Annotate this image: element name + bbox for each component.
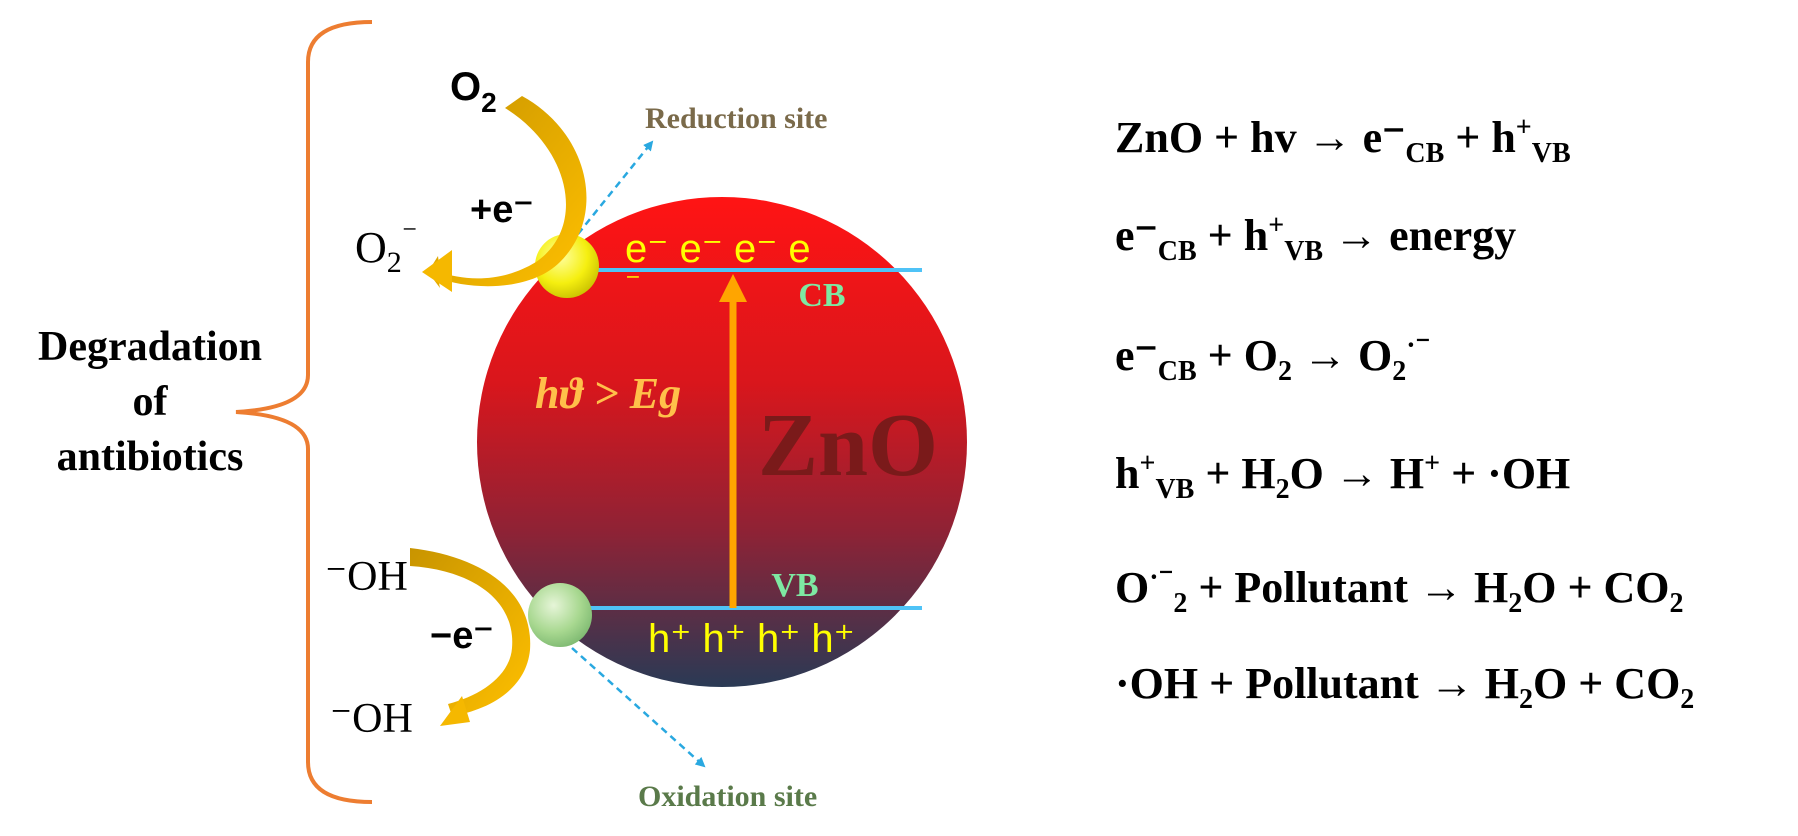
cb-label: CB bbox=[798, 277, 845, 314]
equation-2: e⁻CB + h+VB → energy bbox=[1115, 210, 1517, 267]
degradation-label-line2: of bbox=[133, 379, 169, 425]
reduction-curved-arrow-head bbox=[422, 250, 452, 292]
reactant-o2-label: O2 bbox=[450, 65, 497, 118]
oxidation-site-ball bbox=[528, 583, 592, 647]
zno-particle bbox=[477, 197, 967, 687]
equation-6: ·OH + Pollutant → H2O + CO2 bbox=[1115, 659, 1695, 715]
holes-label: h⁺ h⁺ h⁺ h⁺ bbox=[648, 617, 855, 661]
reduction-curved-arrow bbox=[428, 96, 587, 288]
product-hydroxide-label: ⁻OH bbox=[330, 696, 413, 742]
equation-3: e⁻CB + O2 → O2·⁻ bbox=[1115, 330, 1431, 387]
electron-overflow-label: ⁻ bbox=[625, 266, 641, 299]
reduction-site-arrow bbox=[577, 140, 654, 235]
electrons-label: e⁻ e⁻ e⁻ e bbox=[625, 227, 811, 271]
gain-electron-label: +e⁻ bbox=[470, 189, 533, 231]
zno-label: ZnO bbox=[758, 396, 938, 495]
oxidation-curved-arrow bbox=[410, 548, 531, 716]
product-superoxide-label: O2⁻ bbox=[355, 218, 418, 279]
reduction-site-label: Reduction site bbox=[645, 102, 828, 135]
equation-5: O·⁻2 + Pollutant → H2O + CO2 bbox=[1115, 562, 1684, 619]
equation-4: h+VB + H2O → H+ + ·OH bbox=[1115, 448, 1571, 505]
degradation-label-line1: Degradation bbox=[38, 324, 262, 370]
excitation-arrow-head bbox=[719, 274, 747, 302]
excitation-label: hϑ > Eg bbox=[535, 369, 681, 418]
vb-label: VB bbox=[771, 567, 818, 604]
oxidation-site-label: Oxidation site bbox=[638, 780, 817, 813]
grouping-brace bbox=[235, 20, 373, 804]
oxidation-site-arrow bbox=[571, 647, 706, 768]
degradation-label-line3: antibiotics bbox=[57, 434, 244, 480]
oxidation-curved-arrow-head bbox=[440, 696, 470, 726]
reaction-equations: ZnO + hv → e⁻CB + h+VB e⁻CB + h+VB → ene… bbox=[1115, 0, 1798, 836]
reactant-hydroxide-label: ⁻OH bbox=[325, 554, 408, 600]
loss-electron-label: −e⁻ bbox=[430, 615, 493, 657]
equation-1: ZnO + hv → e⁻CB + h+VB bbox=[1115, 112, 1571, 169]
